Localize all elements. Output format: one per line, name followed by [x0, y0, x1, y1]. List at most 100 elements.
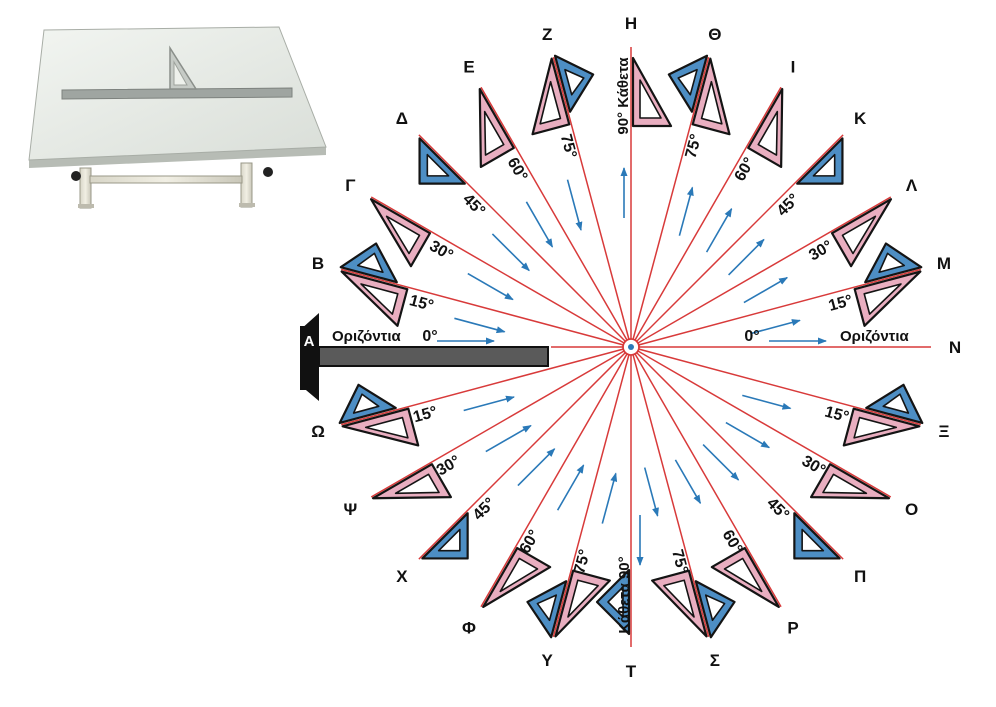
set-squares — [338, 54, 924, 639]
set-square-m75 — [651, 569, 736, 639]
set-square-m105 — [526, 569, 611, 639]
set-square-cutout — [483, 110, 505, 156]
angle-label: 60° — [732, 155, 759, 184]
ray-m150 — [370, 346, 632, 498]
set-square-m135 — [421, 512, 469, 560]
set-square-cutout — [677, 68, 698, 96]
direction-letter: Ο — [905, 500, 918, 519]
letter-A: Α — [304, 333, 315, 350]
set-square-75 — [667, 54, 731, 136]
ray-m30 — [630, 346, 892, 498]
parallel-rule — [61, 87, 293, 100]
direction-arrow — [454, 317, 506, 334]
angle-label: 60° — [504, 155, 531, 184]
set-square-m15 — [842, 383, 924, 447]
set-square-cutout — [437, 528, 461, 552]
set-square-cutout — [426, 153, 450, 177]
set-square-45 — [796, 137, 844, 185]
direction-letter: Β — [312, 254, 324, 273]
set-square-cutout — [723, 557, 763, 593]
set-square-cutout — [639, 79, 662, 119]
ray-m45 — [630, 346, 844, 560]
set-square-m150 — [371, 463, 453, 500]
direction-arrow — [678, 186, 694, 236]
direction-arrow — [725, 421, 771, 449]
ray-15 — [630, 268, 921, 348]
direction-arrow — [643, 467, 659, 517]
table-frame — [71, 162, 273, 209]
angle-label: 0° — [744, 328, 759, 345]
set-square-cutout — [564, 68, 585, 96]
angle-label: 15° — [823, 404, 851, 427]
set-square-cutout — [499, 557, 539, 593]
direction-letter: Κ — [854, 109, 867, 128]
direction-arrow — [743, 276, 789, 304]
direction-arrow — [556, 464, 585, 511]
ray-m135 — [418, 346, 632, 560]
set-square-cutout — [841, 215, 877, 255]
direction-arrow — [751, 319, 801, 335]
direction-letter: Ω — [311, 422, 325, 441]
direction-letter: Ψ — [344, 500, 358, 519]
ray-150 — [370, 196, 632, 348]
angle-label: 45° — [774, 191, 803, 220]
set-square-cutout — [863, 283, 902, 315]
direction-letter: Υ — [541, 651, 553, 670]
direction-arrow — [674, 459, 702, 505]
set-square-cutout — [360, 283, 399, 315]
ray-120 — [480, 86, 632, 348]
direction-arrow — [491, 233, 530, 272]
angle-label: 15° — [827, 292, 855, 315]
direction-arrow — [566, 179, 583, 231]
centre-point — [622, 338, 640, 356]
set-square-cutout — [704, 594, 726, 622]
ray-m120 — [480, 346, 632, 608]
set-square-cutout — [364, 416, 409, 439]
vertical-top-label: 90° Κάθετα — [615, 57, 632, 135]
vertical-bottom-label: Κάθετα 90° — [616, 556, 633, 633]
direction-letter: Θ — [708, 25, 721, 44]
ray-105 — [552, 57, 632, 348]
ray-m60 — [630, 346, 782, 608]
set-square-105 — [531, 54, 595, 136]
set-square-cutout — [853, 416, 898, 439]
direction-arrow — [485, 424, 532, 453]
angle-label: 30° — [806, 238, 835, 265]
direction-letter: Μ — [937, 254, 951, 273]
ray-m105 — [552, 346, 632, 637]
angle-label: 45° — [470, 495, 499, 524]
set-square-cutout — [356, 252, 384, 274]
direction-arrows — [437, 167, 827, 566]
set-square-cutout — [801, 528, 825, 552]
set-square-cutout — [757, 110, 779, 156]
set-square-m60 — [710, 546, 780, 609]
direction-letter: Ν — [949, 338, 961, 357]
direction-arrow — [517, 448, 556, 487]
set-square-cutout — [663, 579, 695, 618]
set-square-cutout — [700, 80, 723, 125]
set-square-m90 — [595, 568, 631, 636]
direction-letter: Σ — [710, 651, 720, 670]
ray-60 — [630, 86, 782, 348]
direction-letter: Ξ — [938, 422, 949, 441]
angle-label: 75° — [668, 548, 691, 576]
ray-m165 — [341, 346, 632, 426]
direction-letter: Η — [625, 14, 637, 33]
direction-arrow — [742, 394, 792, 410]
set-square-cutout — [878, 252, 906, 274]
ray-165 — [341, 268, 632, 348]
ray-m75 — [630, 346, 710, 637]
angle-label: 45° — [763, 495, 792, 524]
ray-m15 — [630, 346, 921, 426]
set-square-cutout — [882, 393, 910, 414]
set-square-cutout — [539, 80, 562, 125]
set-square-135 — [418, 137, 466, 185]
direction-arrow — [463, 395, 515, 412]
set-square-90 — [631, 56, 673, 128]
direction-letter: Χ — [396, 567, 408, 586]
angle-label: 45° — [459, 191, 488, 220]
angle-label: 15° — [411, 404, 439, 427]
direction-arrow — [525, 201, 554, 248]
